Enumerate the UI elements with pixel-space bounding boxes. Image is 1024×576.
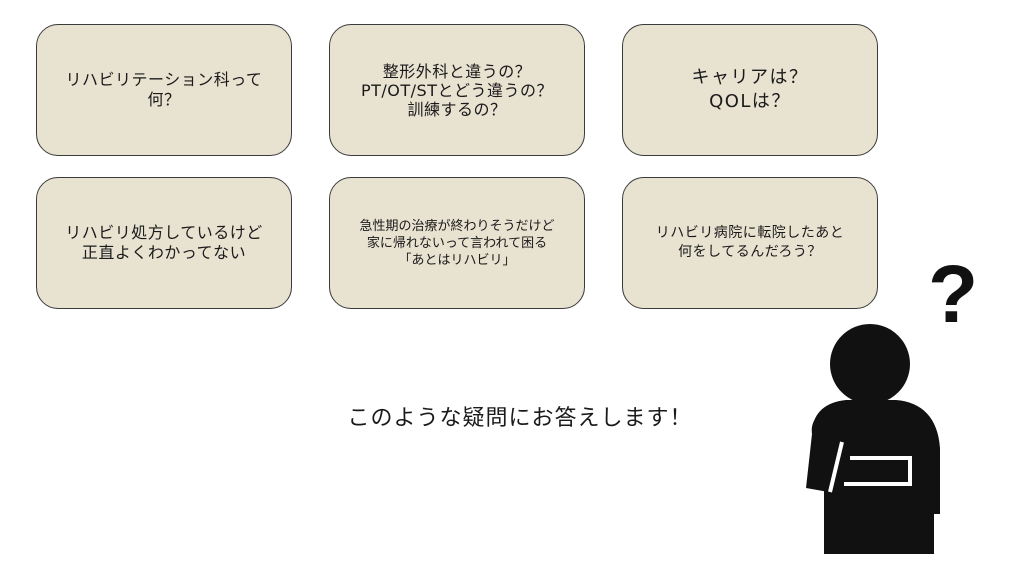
card-text: キャリアは？ QOLは？ — [691, 67, 809, 112]
card-text: リハビリ病院に転院したあと 何をしてるんだろう？ — [655, 225, 845, 260]
question-card-rehab-dept: リハビリテーション科って 何？ — [36, 24, 292, 156]
question-card-orthopedics-difference: 整形外科と違うの？ PT/OT/STとどう違うの？ 訓練するの？ — [329, 24, 585, 156]
card-text: 整形外科と違うの？ PT/OT/STとどう違うの？ 訓練するの？ — [360, 61, 553, 119]
question-card-rehab-hospital: リハビリ病院に転院したあと 何をしてるんだろう？ — [622, 177, 878, 309]
question-mark-icon: ? — [928, 252, 978, 340]
question-card-career-qol: キャリアは？ QOLは？ — [622, 24, 878, 156]
card-text: リハビリテーション科って 何？ — [65, 70, 263, 109]
question-card-prescription: リハビリ処方しているけど 正直よくわかってない — [36, 177, 292, 309]
card-text: 急性期の治療が終わりそうだけど 家に帰れないって言われて困る 「あとはリハビリ」 — [359, 218, 555, 268]
thinking-person-icon: ? — [806, 252, 978, 554]
answer-statement: このような疑問にお答えします！ — [347, 406, 693, 431]
card-text: リハビリ処方しているけど 正直よくわかってない — [65, 223, 263, 262]
question-card-acute-care: 急性期の治療が終わりそうだけど 家に帰れないって言われて困る 「あとはリハビリ」 — [329, 177, 585, 309]
